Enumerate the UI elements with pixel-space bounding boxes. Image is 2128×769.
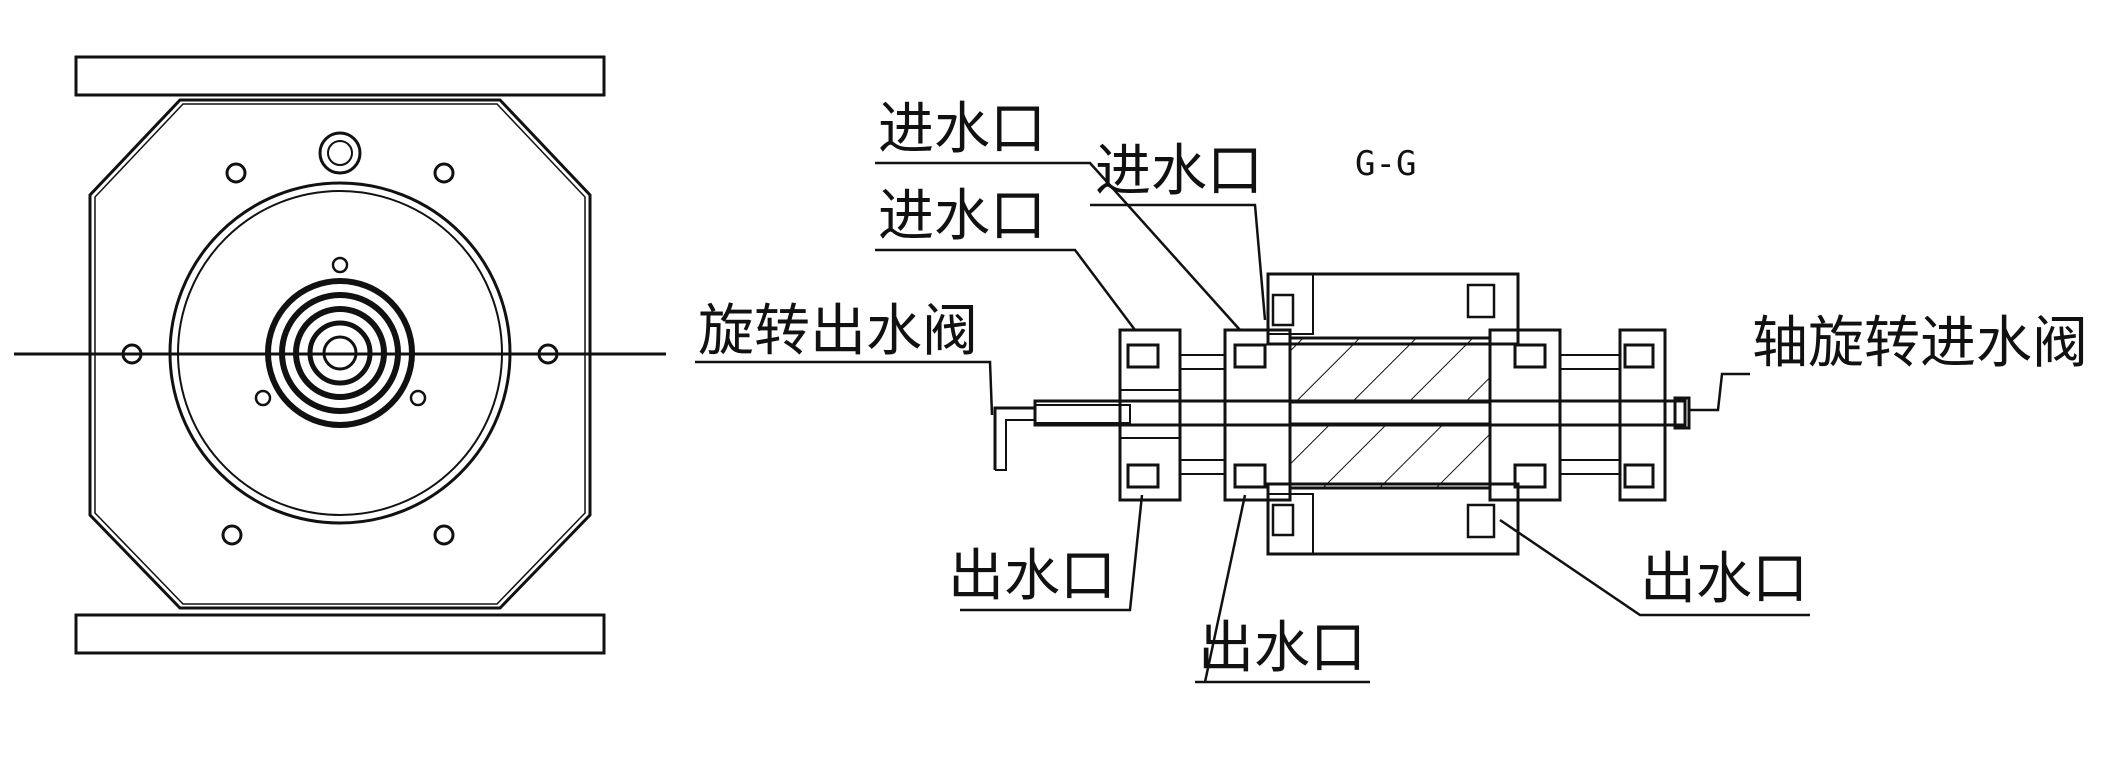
leader-lines [695,161,1810,684]
seal [1271,503,1295,537]
labels: 进水口 进水口 进水口 旋转出水阀 轴旋转进水阀 出水口 出水口 出水口 [698,97,2088,681]
outlet-pipe [993,406,1035,470]
small-hole [331,256,349,274]
shaft-end-cap [1673,396,1691,430]
top-flange [74,55,606,97]
bolt-hole [433,524,455,546]
label-inlet-top-2: 进水口 [1095,139,1263,204]
octagonal-housing [88,98,592,610]
bearing [1623,343,1655,369]
label-inlet-top-3: 进水口 [878,184,1046,249]
leader-inlet-top-1 [875,161,1241,331]
label-outlet-center: 出水口 [1198,616,1366,681]
label-inlet-top-1: 进水口 [878,97,1046,162]
leader-shaft-rotary-inlet-valve [1689,372,1750,412]
leader-inlet-top-2 [1090,203,1267,321]
front-view [14,55,666,655]
seal [1466,503,1496,539]
bottom-flange [74,613,606,655]
bolt-hole [433,162,455,184]
label-outlet-right: 出水口 [1640,547,1808,612]
section-view: G-G [993,144,1691,556]
bearing [1126,463,1160,489]
leader-rotary-outlet-valve [695,360,994,416]
bolt-hole [221,524,243,546]
bearing [1233,343,1267,369]
leader-outlet-center-link [1203,494,1247,683]
rotor-upper [1288,336,1492,404]
octagonal-housing-inner [94,103,586,605]
top-boss [318,131,362,175]
connector-sleeve-upper [1559,354,1621,370]
right-bearing-block [1488,328,1562,502]
seal [1271,293,1295,327]
left-bearing-block [1118,328,1182,502]
lower-housing-step [1267,493,1314,555]
leader-outlet-right [1499,518,1810,617]
bearing [1513,343,1547,369]
bearing [1513,463,1547,489]
connector-sleeve-lower [1179,459,1226,475]
leader-outlet-left [960,494,1144,612]
leader-inlet-top-3 [875,248,1136,331]
small-hole [254,389,272,407]
bearing [1126,343,1160,369]
bolt-hole [225,162,247,184]
seal [1466,283,1496,319]
bearing [1233,463,1267,489]
left-outlet-tube [1034,404,1131,424]
label-shaft-rotary-inlet-valve: 轴旋转进水阀 [1752,311,2088,376]
label-outlet-left: 出水口 [948,544,1116,609]
rotor-lower [1288,422,1492,490]
section-title: G-G [1355,144,1416,184]
bearing [1623,463,1655,489]
small-hole [409,389,427,407]
connector-sleeve-upper [1179,354,1226,370]
shaft [1033,399,1687,427]
mid-bearing-block [1223,328,1292,502]
far-right-bearing-block [1618,328,1667,502]
connector-sleeve-lower [1559,459,1621,475]
label-rotary-outlet-valve: 旋转出水阀 [698,299,978,364]
